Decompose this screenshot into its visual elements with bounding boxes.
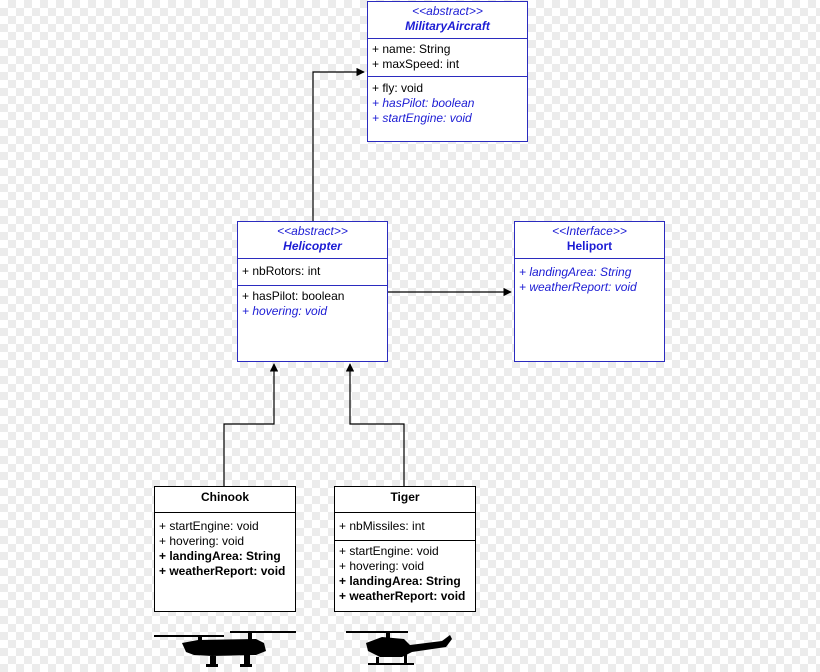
operation: + hovering: void — [159, 534, 245, 548]
stereotype-label: <<abstract>> — [277, 224, 348, 238]
class-helicopter[interactable]: <<abstract>> Helicopter + nbRotors: int … — [237, 221, 388, 362]
operation: + hovering: void — [339, 559, 425, 573]
attribute: + name: String — [372, 42, 451, 56]
attribute: + maxSpeed: int — [372, 57, 460, 71]
operation: + hasPilot: boolean — [372, 96, 475, 110]
operation: + hasPilot: boolean — [242, 289, 345, 303]
operations-section: + startEngine: void + hovering: void + l… — [155, 512, 295, 583]
operation: + startEngine: void — [372, 111, 472, 125]
operations-section: + fly: void + hasPilot: boolean + startE… — [368, 76, 527, 130]
operation: + startEngine: void — [159, 519, 259, 533]
class-header: Tiger — [335, 487, 475, 512]
tiger-to-helicopter-arrow — [345, 363, 405, 486]
attributes-section: + name: String + maxSpeed: int — [368, 38, 527, 76]
operation: + weatherReport: void — [339, 589, 466, 603]
operation: + fly: void — [372, 81, 424, 95]
operation: + startEngine: void — [339, 544, 439, 558]
class-name: MilitaryAircraft — [405, 19, 490, 33]
operation: + weatherReport: void — [519, 280, 637, 294]
class-name: Heliport — [566, 239, 613, 253]
attribute: + nbRotors: int — [242, 264, 321, 278]
class-name: Tiger — [390, 490, 420, 504]
class-header: <<abstract>> Helicopter — [238, 222, 387, 258]
class-header: <<Interface>> Heliport — [515, 222, 664, 258]
class-military-aircraft[interactable]: <<abstract>> MilitaryAircraft + name: St… — [367, 1, 528, 142]
class-tiger[interactable]: Tiger + nbMissiles: int + startEngine: v… — [334, 486, 476, 612]
chinook-helicopter-icon — [154, 631, 296, 667]
stereotype-label: <<Interface>> — [552, 224, 627, 238]
chinook-to-helicopter-arrow — [223, 363, 279, 486]
interface-heliport[interactable]: <<Interface>> Heliport + landingArea: St… — [514, 221, 665, 362]
helicopter-to-militaryaircraft-arrow — [312, 67, 365, 221]
class-chinook[interactable]: Chinook + startEngine: void + hovering: … — [154, 486, 296, 612]
class-name: Helicopter — [283, 239, 342, 253]
class-header: <<abstract>> MilitaryAircraft — [368, 2, 527, 38]
class-header: Chinook — [155, 487, 295, 512]
operation: + landingArea: String — [339, 574, 461, 588]
operation: + landingArea: String — [519, 265, 632, 279]
operations-section: + landingArea: String + weatherReport: v… — [515, 258, 664, 299]
operations-section: + startEngine: void + hovering: void + l… — [335, 540, 475, 608]
attribute: + nbMissiles: int — [339, 519, 425, 533]
operations-section: + hasPilot: boolean + hovering: void — [238, 285, 387, 323]
stereotype-label: <<abstract>> — [412, 4, 483, 18]
attributes-section: + nbMissiles: int — [335, 512, 475, 540]
operation: + weatherReport: void — [159, 564, 286, 578]
operation: + landingArea: String — [159, 549, 281, 563]
tiger-helicopter-icon — [346, 631, 452, 665]
class-name: Chinook — [201, 490, 249, 504]
operation: + hovering: void — [242, 304, 328, 318]
attributes-section: + nbRotors: int — [238, 258, 387, 285]
